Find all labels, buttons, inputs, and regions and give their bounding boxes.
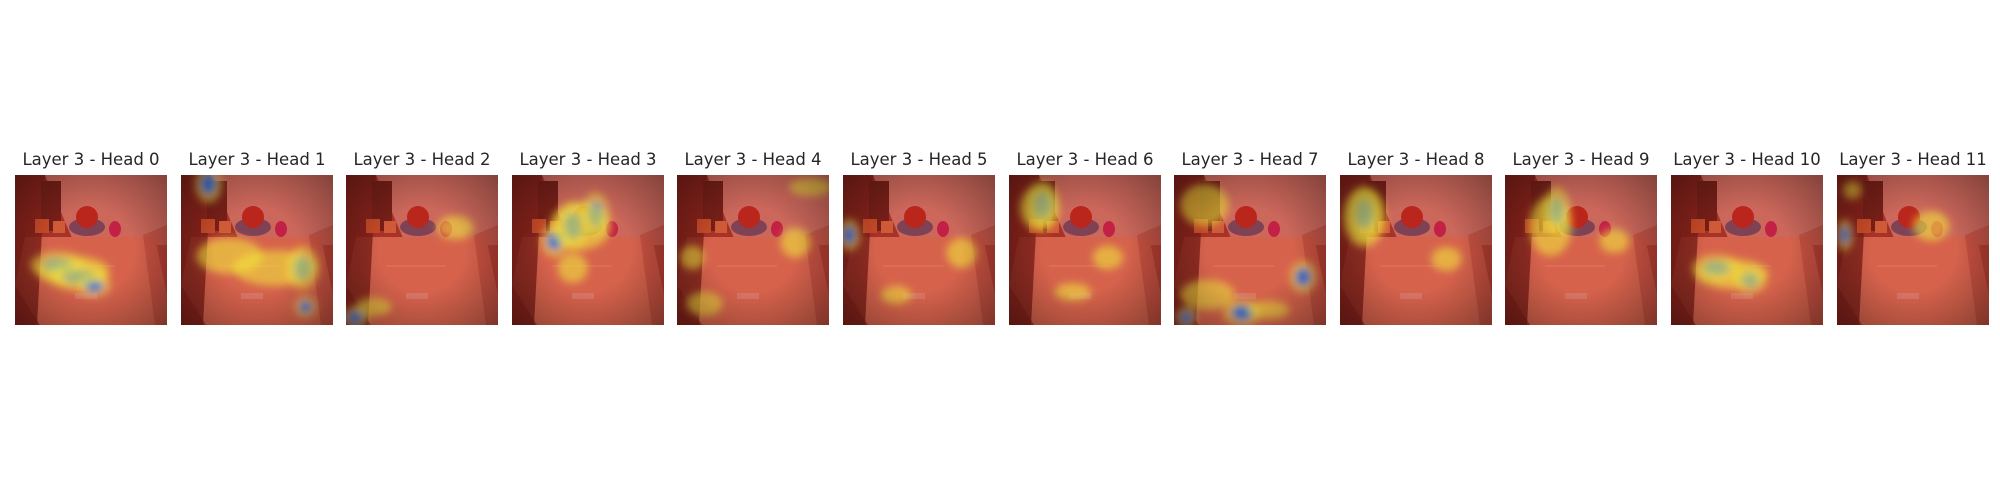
- attention-heatmap-image: [843, 175, 995, 325]
- attention-heatmap-image: [1837, 175, 1989, 325]
- panel-title: Layer 3 - Head 5: [850, 150, 988, 169]
- panel-title: Layer 3 - Head 10: [1673, 150, 1821, 169]
- panel-title: Layer 3 - Head 0: [22, 150, 160, 169]
- panel-title: Layer 3 - Head 8: [1347, 150, 1485, 169]
- panel-title: Layer 3 - Head 9: [1512, 150, 1650, 169]
- panel-title: Layer 3 - Head 4: [684, 150, 822, 169]
- panel-title: Layer 3 - Head 7: [1181, 150, 1319, 169]
- panel-title: Layer 3 - Head 3: [519, 150, 657, 169]
- panel-title: Layer 3 - Head 1: [188, 150, 326, 169]
- attention-heatmap-image: [181, 175, 333, 325]
- attention-heatmap-image: [512, 175, 664, 325]
- attention-heatmap-image: [677, 175, 829, 325]
- attention-heatmap-image: [346, 175, 498, 325]
- panel-title: Layer 3 - Head 2: [353, 150, 491, 169]
- attention-heatmap-image: [1340, 175, 1492, 325]
- attention-heatmap-image: [1671, 175, 1823, 325]
- panel-title: Layer 3 - Head 11: [1839, 150, 1987, 169]
- panel-title: Layer 3 - Head 6: [1016, 150, 1154, 169]
- attention-heatmap-image: [1174, 175, 1326, 325]
- attention-heatmap-image: [15, 175, 167, 325]
- attention-heatmap-image: [1505, 175, 1657, 325]
- attention-heatmap-image: [1009, 175, 1161, 325]
